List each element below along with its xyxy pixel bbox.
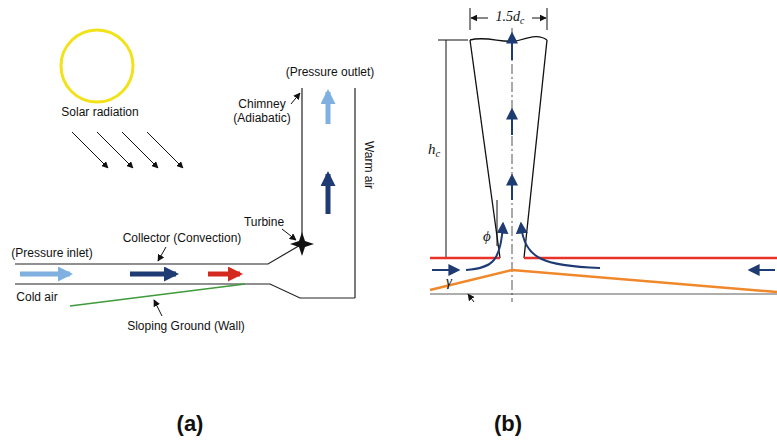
part-label: Collector (Convection) bbox=[123, 231, 242, 245]
collector-roof bbox=[430, 257, 777, 260]
tapered-chimney bbox=[470, 37, 547, 258]
flow-label: Cold air bbox=[16, 290, 57, 304]
flow-arrows bbox=[432, 34, 775, 270]
panel-label: (a) bbox=[177, 411, 204, 437]
leader-arrows bbox=[154, 93, 300, 316]
dimension-label: hc bbox=[428, 140, 440, 161]
part-label: Sloping Ground (Wall) bbox=[127, 319, 245, 333]
boundary-label: (Pressure inlet) bbox=[11, 246, 92, 260]
figure-label: Solar radiation bbox=[61, 105, 138, 119]
axis bbox=[512, 28, 513, 302]
dimension-label: 1.5dc bbox=[494, 9, 527, 27]
part-label: Chimney (Adiabatic) bbox=[227, 97, 297, 126]
radiation-rays bbox=[72, 132, 183, 168]
boundary-label: (Pressure outlet) bbox=[286, 65, 375, 79]
panel-b bbox=[430, 8, 777, 302]
baseline bbox=[430, 294, 777, 295]
angle-label: γ bbox=[446, 272, 452, 290]
part-label: Turbine bbox=[244, 215, 284, 229]
turbine-symbol bbox=[290, 232, 314, 256]
sloping-ground bbox=[430, 270, 777, 292]
chimney-collector-outline bbox=[15, 88, 355, 298]
panel-label: (b) bbox=[494, 411, 522, 437]
flow-label: Warm air bbox=[362, 141, 376, 189]
angle-label: ϕ bbox=[483, 227, 491, 245]
sun bbox=[61, 30, 133, 102]
sloping-ground bbox=[70, 284, 245, 306]
